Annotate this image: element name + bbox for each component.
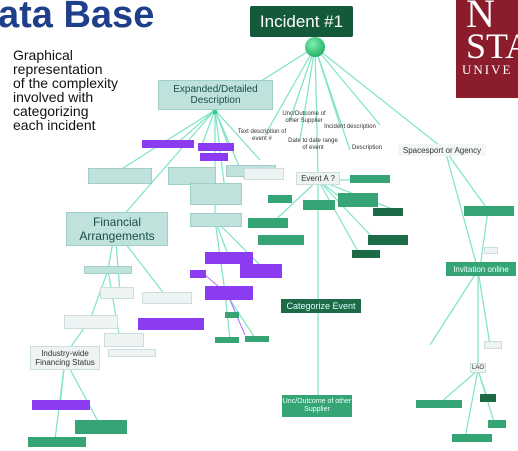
description-line: of the complexity (13, 75, 119, 91)
university-logo: N STA UNIVE (456, 0, 518, 98)
diagram-node[interactable] (248, 218, 288, 228)
diagram-node[interactable] (142, 292, 192, 304)
diagram-node[interactable] (244, 168, 284, 180)
diagram-node[interactable] (64, 315, 118, 329)
diagram-node[interactable] (240, 264, 282, 278)
diagram-node[interactable] (258, 235, 304, 245)
diagram-node[interactable] (464, 206, 514, 216)
diagram-node[interactable] (75, 420, 127, 434)
diagram-node[interactable] (190, 183, 242, 205)
logo-text: STA (466, 26, 518, 66)
diagram-node[interactable] (484, 341, 502, 349)
diagram-node[interactable] (338, 193, 378, 207)
node-date-range[interactable]: Date to date range of event (288, 138, 338, 151)
description-line: Graphical (13, 47, 73, 63)
diagram-node[interactable] (350, 175, 390, 183)
diagram-node[interactable] (198, 143, 234, 151)
diagram-node[interactable] (200, 153, 228, 161)
diagram-node[interactable] (368, 235, 408, 245)
description-line: each incident (13, 117, 96, 133)
node-text-description[interactable]: Text description of event # (237, 129, 287, 142)
diagram-node[interactable] (225, 312, 239, 318)
diagram-node[interactable] (452, 434, 492, 442)
logo-text: N (466, 0, 495, 36)
diagram-node[interactable] (416, 400, 462, 408)
diagram-node[interactable] (138, 318, 204, 330)
diagram-node[interactable] (215, 337, 239, 343)
diagram-node[interactable] (88, 168, 152, 184)
diagram-node[interactable] (484, 247, 498, 254)
diagram-node[interactable] (84, 266, 132, 274)
description-line: representation (13, 61, 103, 77)
node-industry-financing[interactable]: Industry-wide Financing Status (30, 346, 100, 370)
node-unc-outcome-bottom[interactable]: Unc/Outcome of other Supplier (282, 395, 352, 417)
diagram-node[interactable] (205, 252, 253, 264)
slide-description: Graphical representation of the complexi… (13, 48, 163, 132)
diagram-node[interactable] (190, 270, 206, 278)
diagram-node[interactable] (303, 200, 335, 210)
diagram-node[interactable] (488, 420, 506, 428)
diagram-node[interactable] (412, 341, 452, 349)
logo-text: UNIVE (462, 62, 513, 77)
diagram-node[interactable] (352, 250, 380, 258)
node-financial-arrangements[interactable]: Financial Arrangements (66, 212, 168, 246)
diagram-node[interactable] (108, 349, 156, 357)
diagram-node[interactable] (28, 437, 86, 447)
node-sponsor[interactable]: Spacesport or Agency (398, 144, 486, 156)
root-hub (305, 37, 325, 57)
node-invitation[interactable]: Invitation online (446, 262, 516, 276)
diagram-node[interactable] (245, 336, 269, 342)
node-event-a[interactable]: Event A ? (296, 172, 340, 185)
node-unc-outcome-top[interactable]: Unc/Outcome of other Supplier (282, 111, 326, 124)
diagram-node[interactable] (190, 213, 242, 227)
diagram-node[interactable] (373, 208, 403, 216)
slide-title: ata Base (0, 0, 155, 36)
root-node-incident[interactable]: Incident #1 (250, 6, 353, 37)
diagram-node[interactable] (142, 140, 194, 148)
diagram-node[interactable] (205, 286, 253, 300)
diagram-node[interactable] (268, 195, 292, 203)
diagram-node[interactable] (100, 287, 134, 299)
node-incident-description[interactable]: Incident description (324, 123, 376, 130)
diagram-node[interactable] (32, 400, 90, 410)
node-expanded-description[interactable]: Expanded/Detailed Description (158, 80, 273, 110)
node-description[interactable]: Description (351, 144, 382, 151)
description-line: categorizing (13, 103, 89, 119)
diagram-node[interactable] (480, 394, 496, 402)
node-categorize-event[interactable]: Categorize Event (281, 299, 361, 313)
node-lao[interactable]: LAO (470, 363, 486, 373)
diagram-node[interactable] (104, 333, 144, 347)
description-line: involved with (13, 89, 94, 105)
